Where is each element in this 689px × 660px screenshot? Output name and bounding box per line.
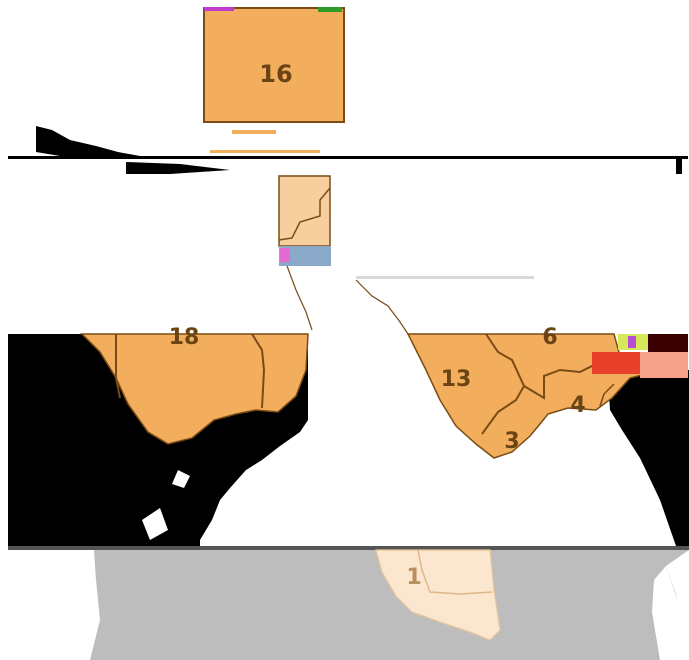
- region-border: [278, 187, 331, 241]
- glitch-strip: [628, 336, 636, 348]
- region-label-4: 4: [570, 393, 585, 418]
- glitch-strip: [318, 7, 342, 12]
- region-border: [417, 549, 493, 595]
- region-border: [115, 334, 121, 399]
- coastline-band: [8, 126, 688, 174]
- coastline: [355, 279, 409, 335]
- region-border: [599, 383, 615, 407]
- sea-area: [608, 370, 689, 546]
- south-block: [8, 546, 689, 660]
- sea-shape: [36, 126, 140, 158]
- glitch-line: [8, 156, 688, 159]
- glitch-strip: [232, 130, 276, 134]
- sea-shape: [126, 162, 230, 174]
- region-18-shape[interactable]: [80, 333, 309, 445]
- glitch-strip: [280, 248, 290, 262]
- region-label-13: 13: [441, 367, 472, 392]
- land-white: [8, 550, 100, 640]
- highlight-patch: [640, 352, 688, 378]
- glitch-strip: [204, 7, 234, 11]
- coastline: [286, 265, 313, 331]
- highlight-patch: [592, 352, 640, 374]
- glitch-strip: [648, 334, 688, 352]
- land-gray: [90, 550, 689, 660]
- west-block: [8, 333, 309, 546]
- region-16[interactable]: [203, 7, 345, 134]
- region-1-shape[interactable]: [375, 549, 501, 641]
- land-white: [172, 470, 190, 488]
- region-border: [251, 333, 266, 409]
- region-label-18: 18: [169, 325, 200, 350]
- east-block: [406, 333, 689, 546]
- land-white: [666, 550, 689, 612]
- region-strip[interactable]: [278, 175, 331, 266]
- land-white: [142, 508, 168, 540]
- region-strip-shape[interactable]: [278, 175, 331, 247]
- glitch-line: [8, 546, 689, 550]
- land-white: [200, 420, 308, 546]
- region-16-shape[interactable]: [203, 7, 345, 123]
- glitch-strip: [676, 158, 682, 174]
- region-label-16: 16: [259, 60, 292, 88]
- region-label-6: 6: [542, 325, 557, 350]
- region-label-3: 3: [504, 429, 519, 454]
- glitch-line: [356, 276, 534, 279]
- region-label-1: 1: [406, 565, 421, 590]
- glitch-strip: [279, 246, 331, 266]
- glitch-line: [210, 150, 320, 153]
